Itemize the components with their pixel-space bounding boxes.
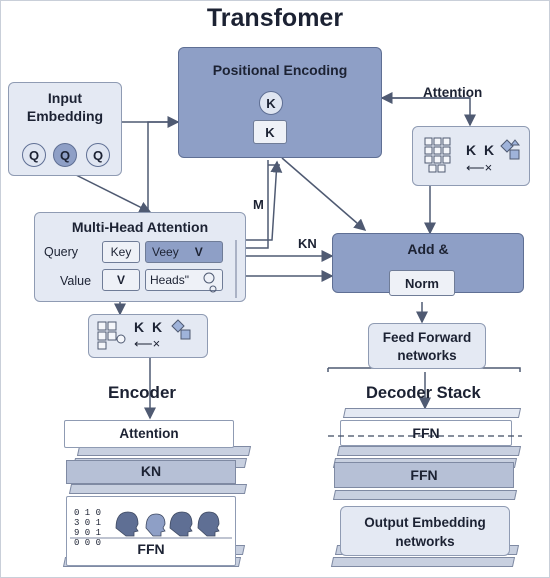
small-k1: K	[134, 319, 145, 335]
query-circle-1-label: Q	[28, 147, 40, 163]
encoder-kn-layer	[66, 460, 236, 484]
input-embedding-line2: Embedding	[26, 108, 104, 124]
query-label: Query	[44, 245, 79, 259]
query-circle-2: Q	[53, 143, 77, 167]
positional-k-circle: K	[259, 91, 283, 115]
positional-k-box: K	[253, 120, 287, 144]
small-arrow-x: ⟵×	[134, 336, 161, 351]
norm-chip: Norm	[389, 270, 455, 296]
input-embedding-line1: Input	[47, 90, 83, 106]
positional-k-circle-label: K	[266, 95, 276, 111]
attention-label: Attention	[423, 85, 483, 100]
output-embedding-box	[340, 506, 510, 556]
decoder-ffn-layer-2	[334, 462, 514, 488]
heads-chip: Heads"	[145, 269, 223, 291]
value-v-chip: V	[102, 269, 140, 291]
attention-k2: K	[484, 142, 495, 158]
output-embedding-line2: networks	[395, 534, 455, 549]
decoder-ffn-layer-1	[340, 420, 512, 446]
small-k2: K	[152, 319, 163, 335]
feed-forward-line2: networks	[397, 348, 457, 363]
positional-encoding-title: Positional Encoding	[212, 62, 348, 78]
encoder-ffn-label: FFN	[137, 541, 165, 557]
feed-forward-line1: Feed Forward	[382, 330, 472, 345]
positional-k-box-label: K	[265, 124, 275, 140]
veey-chip: Veey V	[145, 241, 223, 263]
attention-k1: K	[466, 142, 477, 158]
decoder-title: Decoder Stack	[366, 384, 481, 402]
query-circle-1: Q	[22, 143, 46, 167]
value-v-chip-label: V	[116, 273, 125, 287]
attention-arrow-x: ⟵×	[466, 160, 493, 175]
key-chip-label: Key	[110, 245, 132, 259]
encoder-digits: 0 1 0 3 0 1 9 0 1 0 0 0	[74, 508, 102, 548]
add-norm-title: Add &	[407, 241, 449, 257]
value-label: Value	[60, 274, 92, 288]
decoder-ffn-label-2: FFN	[410, 467, 438, 483]
query-circle-3-label: Q	[92, 147, 104, 163]
encoder-kn-label: KN	[140, 463, 162, 479]
edge-label-kn: KN	[298, 236, 317, 251]
veey-v-label: V	[194, 245, 203, 259]
edge-label-m: M	[253, 197, 264, 212]
heads-chip-label: Heads"	[150, 273, 189, 287]
decoder-ffn-label-1: FFN	[412, 425, 440, 441]
veey-chip-label: Veey	[152, 245, 179, 259]
encoder-attention-layer	[64, 420, 234, 448]
output-embedding-line1: Output Embedding	[364, 515, 486, 530]
diagram-title: Transfomer	[206, 4, 344, 32]
encoder-attention-label: Attention	[119, 426, 179, 441]
key-chip: Key	[102, 241, 140, 263]
encoder-title: Encoder	[108, 383, 177, 402]
query-circle-3: Q	[86, 143, 110, 167]
feed-forward-box	[368, 323, 486, 369]
multi-head-attention-title: Multi-Head Attention	[71, 219, 209, 235]
norm-chip-label: Norm	[405, 275, 439, 291]
query-circle-2-label: Q	[59, 147, 71, 163]
